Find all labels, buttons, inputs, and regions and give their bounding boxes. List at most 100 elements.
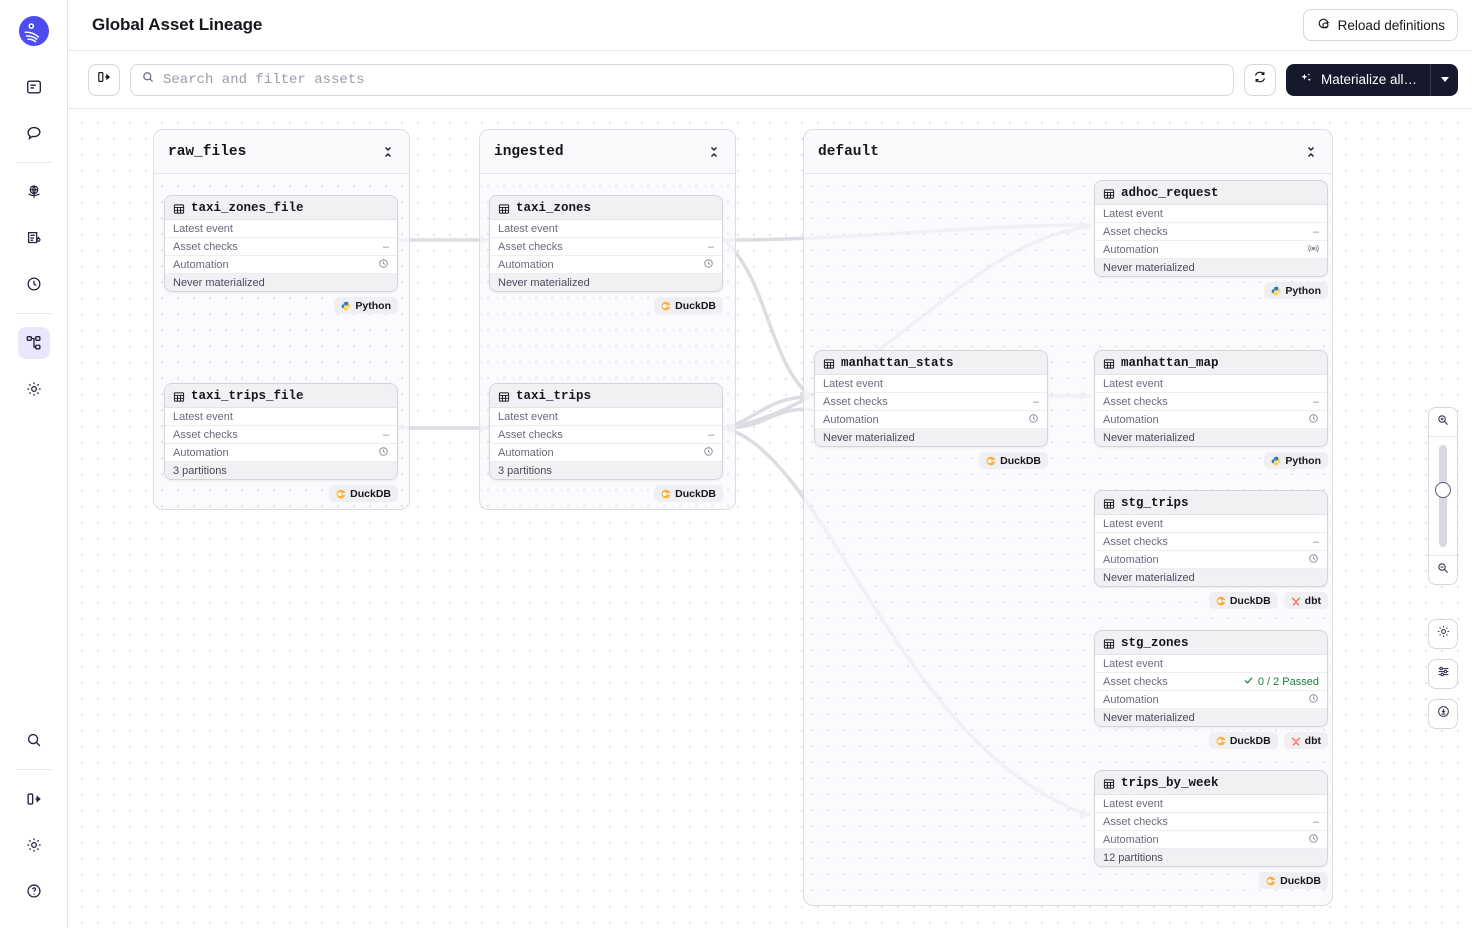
asset-node-row: Latest event (1095, 655, 1327, 673)
search-and-filter-field[interactable] (130, 63, 1234, 96)
asset-node-title: manhattan_stats (841, 355, 954, 370)
sidebar-item-schedules[interactable] (18, 268, 50, 300)
kind-tag-duckdb[interactable]: DuckDB (979, 452, 1048, 469)
sidebar-item-deployment[interactable] (18, 176, 50, 208)
zoom-slider-knob[interactable] (1435, 482, 1451, 498)
asset-node-title: trips_by_week (1121, 775, 1219, 790)
graph-settings-button[interactable] (1428, 619, 1458, 649)
rail-toggle-sidebar-button[interactable] (18, 783, 50, 815)
kind-tag-dbt[interactable]: dbt (1283, 592, 1328, 609)
rail-mid-group (0, 169, 67, 307)
kind-tag-duckdb[interactable]: DuckDB (1208, 592, 1278, 609)
materialize-dropdown-caret[interactable] (1430, 63, 1458, 96)
dbt-icon (1291, 736, 1301, 746)
rail-user-settings-button[interactable] (18, 829, 50, 861)
asset-node-status: Never materialized (1095, 709, 1327, 726)
python-icon (1271, 286, 1281, 296)
sidebar-item-overview[interactable] (18, 71, 50, 103)
asset-node-row: Latest event (1095, 515, 1327, 533)
zoom-slider[interactable] (1429, 437, 1457, 555)
table-icon (1103, 187, 1115, 199)
asset-node-row: Automation (490, 444, 722, 462)
clock-icon (378, 258, 389, 272)
graph-filters-button[interactable] (1428, 659, 1458, 689)
kind-tag-label: dbt (1304, 734, 1321, 747)
kind-tag-dbt[interactable]: dbt (1283, 732, 1328, 749)
dagster-logo-icon[interactable] (18, 16, 49, 46)
recenter-graph-button[interactable] (1428, 699, 1458, 729)
zoom-out-button[interactable] (1429, 556, 1457, 584)
collapse-icon[interactable] (707, 145, 721, 159)
rail-help-button[interactable] (18, 875, 50, 907)
search-input[interactable] (163, 64, 1223, 95)
asset-node-row: Asset checks– (165, 238, 397, 256)
asset-node-header: manhattan_map (1095, 351, 1327, 375)
asset-checks-passed-badge: 0 / 2 Passed (1243, 675, 1319, 689)
kind-tag-label: DuckDB (675, 299, 716, 312)
filter-toolbar: Materialize all… (68, 51, 1472, 109)
lineage-canvas[interactable]: raw_files ingested (68, 109, 1472, 928)
row-label: Latest event (498, 410, 558, 423)
kind-tag-python[interactable]: Python (1264, 452, 1328, 469)
asset-node-row: Asset checks– (815, 393, 1047, 411)
asset-node-header: stg_zones (1095, 631, 1327, 655)
row-value (703, 258, 714, 272)
kind-tag-duckdb[interactable]: DuckDB (654, 485, 723, 502)
kind-tag-duckdb[interactable]: DuckDB (1259, 872, 1328, 889)
recenter-target-icon (1436, 704, 1451, 724)
reload-definitions-button[interactable]: Reload definitions (1302, 9, 1458, 41)
rail-divider-2 (15, 313, 52, 314)
kind-tag-python[interactable]: Python (1264, 282, 1328, 299)
rail-search-button[interactable] (18, 724, 50, 756)
asset-node-row: Asset checks– (1095, 813, 1327, 831)
rail-bottom-group (0, 717, 68, 914)
check-icon (1243, 675, 1254, 689)
duckdb-icon (1266, 876, 1276, 886)
sidebar-item-settings[interactable] (18, 373, 50, 405)
table-icon (823, 357, 835, 369)
toggle-asset-panel-button[interactable] (88, 63, 120, 96)
refresh-button[interactable] (1243, 63, 1276, 96)
zoom-control-cluster[interactable] (1428, 407, 1458, 585)
row-value: – (1312, 225, 1319, 238)
row-label: Asset checks (1103, 395, 1168, 408)
sidebar-item-jobs[interactable] (18, 222, 50, 254)
materialize-all-button[interactable]: Materialize all… (1285, 63, 1430, 96)
row-label: Asset checks (498, 428, 563, 441)
lineage-graph-icon (25, 334, 43, 352)
rail-top-group (0, 64, 67, 156)
zoom-in-button[interactable] (1429, 408, 1457, 436)
row-label: Asset checks (173, 240, 238, 253)
kind-tag-duckdb[interactable]: DuckDB (654, 297, 723, 314)
kind-tag-duckdb[interactable]: DuckDB (1208, 732, 1278, 749)
kind-tag-label: Python (355, 299, 391, 312)
row-value: – (707, 428, 714, 441)
row-label: Asset checks (823, 395, 888, 408)
sidebar-item-runs[interactable] (18, 117, 50, 149)
asset-node-row: Automation (815, 411, 1047, 429)
clock-icon (25, 275, 43, 293)
sensor-icon (1308, 243, 1319, 257)
row-label: Asset checks (1103, 675, 1168, 688)
kind-tag-label: Python (1285, 454, 1321, 467)
row-value (1308, 413, 1319, 427)
duckdb-icon (1216, 736, 1226, 746)
collapse-icon[interactable] (381, 145, 395, 159)
kind-tag-python[interactable]: Python (334, 297, 398, 314)
clock-icon (1308, 413, 1319, 427)
sidebar-item-asset-lineage[interactable] (17, 327, 50, 359)
kind-tag-label: DuckDB (1229, 734, 1271, 747)
kind-tag-duckdb[interactable]: DuckDB (329, 485, 398, 502)
collapse-icon[interactable] (1304, 145, 1318, 159)
document-list-icon (25, 229, 43, 247)
